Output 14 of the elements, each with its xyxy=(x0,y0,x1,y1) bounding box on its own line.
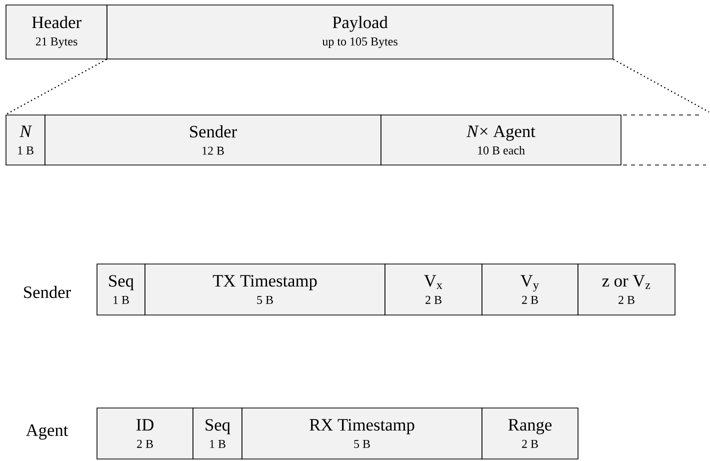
field-box: Range 2 B xyxy=(482,408,578,460)
field-box: N 1 B xyxy=(6,114,46,166)
field-box: N× Agent 10 B each xyxy=(380,114,622,166)
zoom-line xyxy=(613,58,710,113)
field-box: ID 2 B xyxy=(96,408,194,460)
zoom-line xyxy=(5,58,107,116)
field-box: V$_{x}$ 2 B xyxy=(384,264,482,316)
field-box: Seq 1 B xyxy=(96,264,146,316)
field-box: V$_{y}$ 2 B xyxy=(482,264,578,316)
field-box: Seq 1 B xyxy=(192,408,242,460)
field-box: z or V$_{z}$ 2 B xyxy=(578,264,676,316)
field-box: Header 21 Bytes xyxy=(6,4,108,60)
row-label: Agent xyxy=(26,424,68,440)
row-label: Sender xyxy=(24,286,71,298)
